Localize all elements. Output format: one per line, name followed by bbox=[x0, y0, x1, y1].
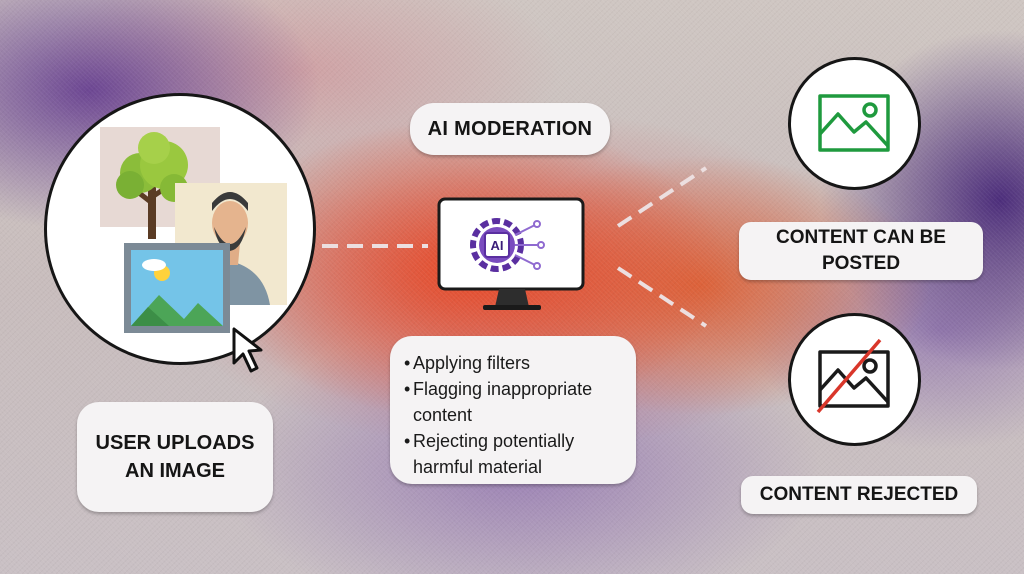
user-uploads-text: USER UPLOADS AN IMAGE bbox=[95, 432, 255, 482]
ai-moderation-label: AI MODERATION bbox=[410, 103, 610, 155]
list-item: Applying filters bbox=[404, 350, 626, 376]
strike-line bbox=[816, 338, 882, 414]
moderation-actions-list: Applying filters Flagging inappropriate … bbox=[390, 336, 636, 480]
list-item: Flagging inappropriate content bbox=[404, 376, 626, 428]
user-uploads-label: USER UPLOADS AN IMAGE bbox=[77, 402, 273, 512]
upload-images-icon bbox=[100, 127, 287, 373]
content-posted-label: CONTENT CAN BE POSTED bbox=[739, 222, 983, 280]
monitor-icon: AI bbox=[437, 197, 585, 310]
content-posted-text: CONTENT CAN BE POSTED bbox=[776, 227, 946, 274]
landscape-approved-icon bbox=[818, 94, 890, 152]
list-item: Rejecting potentially harmful material bbox=[404, 428, 626, 480]
content-rejected-label: CONTENT REJECTED bbox=[741, 476, 977, 514]
moderation-actions-card: Applying filters Flagging inappropriate … bbox=[390, 336, 636, 484]
content-rejected-text: CONTENT REJECTED bbox=[759, 484, 959, 505]
landscape-rejected-icon bbox=[816, 338, 890, 414]
connector-ai-to-posted bbox=[616, 166, 708, 228]
ai-moderation-text: AI MODERATION bbox=[427, 117, 593, 140]
approved-circle bbox=[788, 57, 921, 190]
rejected-circle bbox=[788, 313, 921, 446]
ai-badge-text: AI bbox=[491, 238, 504, 253]
ai-chip-gear-icon bbox=[470, 218, 545, 272]
connector-ai-to-rejected bbox=[616, 266, 708, 328]
landscape-photo-icon bbox=[124, 243, 230, 333]
mouse-cursor-icon bbox=[232, 327, 263, 373]
